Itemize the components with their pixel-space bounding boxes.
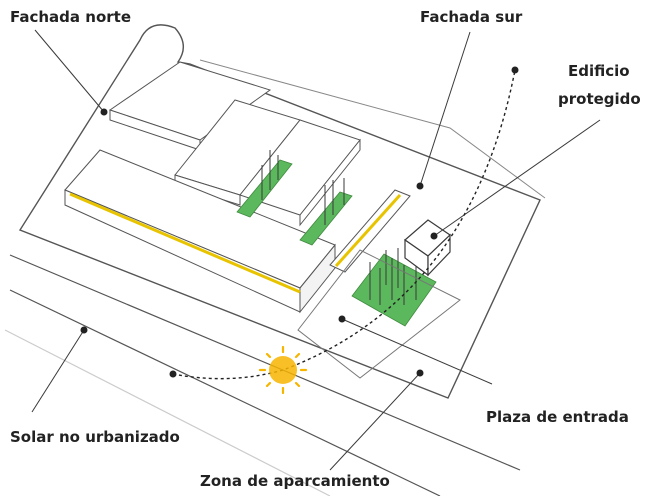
label-north-facade: Fachada norte [10, 8, 131, 26]
main-building [64, 149, 411, 314]
trees [261, 150, 417, 305]
road [4, 254, 521, 496]
leader-lines [31, 29, 601, 471]
label-entrance-plaza: Plaza de entrada [486, 408, 629, 426]
protected-building [404, 219, 451, 277]
sun-path [172, 69, 516, 380]
marker-dots [80, 66, 519, 378]
sun-icon [258, 345, 308, 395]
label-unbuilt-plot: Solar no urbanizado [10, 428, 180, 446]
label-protected-building-line2: protegido [558, 90, 641, 108]
label-south-facade: Fachada sur [420, 8, 523, 26]
label-parking-zone: Zona de aparcamiento [200, 472, 390, 490]
label-protected-building-line1: Edificio [568, 62, 630, 80]
site-boundary [18, 24, 546, 399]
entrance-plaza-area [297, 249, 461, 379]
